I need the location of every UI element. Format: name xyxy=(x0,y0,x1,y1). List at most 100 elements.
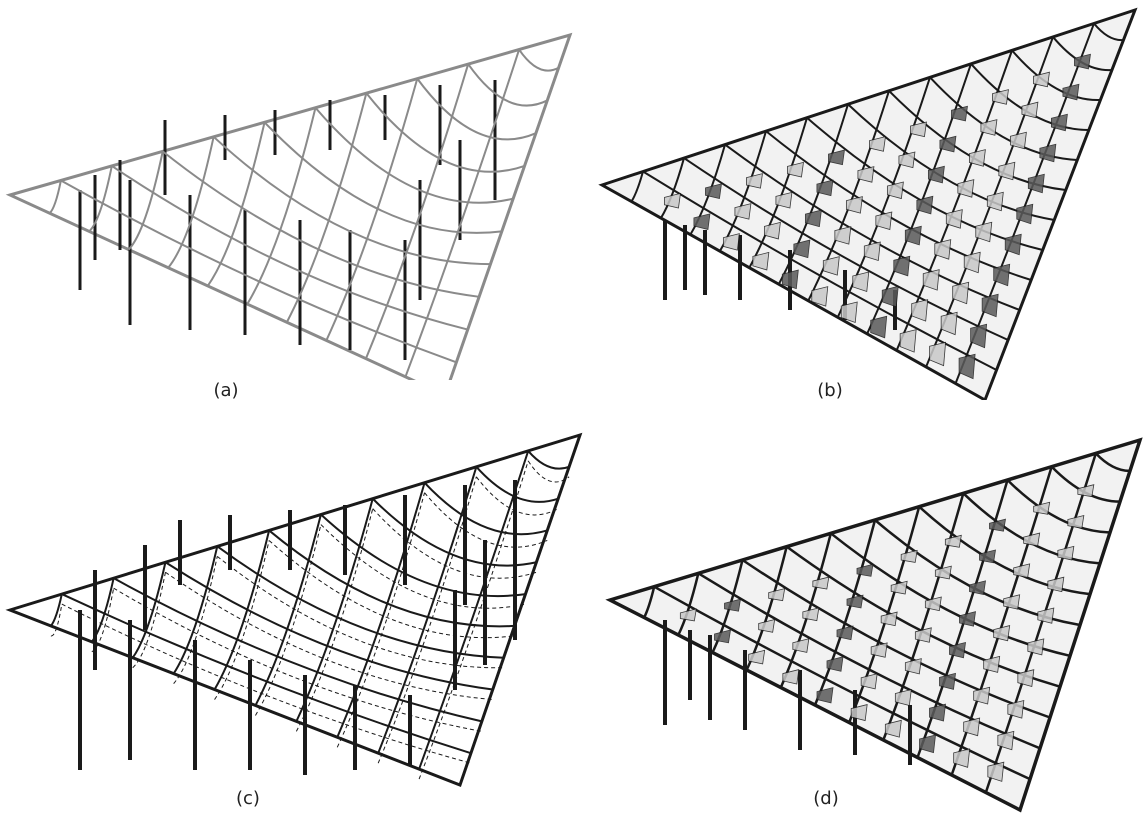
grid-rib xyxy=(61,593,472,755)
rib-plate xyxy=(904,225,922,246)
rib-plate xyxy=(910,121,927,138)
rib-plate xyxy=(822,256,840,276)
grid-rib xyxy=(372,497,537,567)
rib-plate xyxy=(679,608,697,622)
rib-plate xyxy=(816,687,834,704)
rib-plate xyxy=(860,673,878,690)
rib-plate xyxy=(1050,113,1068,132)
rib-plate xyxy=(1077,484,1095,498)
grid-rib xyxy=(916,479,1009,758)
deformed-rib xyxy=(132,572,166,669)
grid-rib xyxy=(527,450,570,470)
rib-plate xyxy=(836,625,854,641)
rib-plate xyxy=(997,730,1015,751)
rib-plate xyxy=(969,580,986,595)
rib-plate xyxy=(1021,101,1039,119)
rib-plate xyxy=(1033,71,1050,88)
rib-plate xyxy=(939,135,957,153)
grid-rib xyxy=(162,150,480,298)
grid-rib xyxy=(213,530,271,691)
rib-plate xyxy=(752,251,770,271)
rib-plate xyxy=(987,761,1005,782)
rib-plate xyxy=(1004,233,1022,256)
grid-rib xyxy=(1011,49,1101,102)
grid-rib xyxy=(660,157,685,219)
rib-plate xyxy=(924,596,942,612)
deformed-rib xyxy=(91,588,115,653)
rib-plate xyxy=(1023,532,1041,547)
roof-outline xyxy=(5,432,583,787)
rib-plate xyxy=(998,161,1016,181)
grid-rib xyxy=(518,48,560,72)
rib-plate xyxy=(782,669,800,685)
rib-plate xyxy=(981,293,999,318)
rib-plate xyxy=(870,315,888,339)
grid-rib xyxy=(423,482,548,536)
rib-plate xyxy=(993,263,1011,287)
grid-rib xyxy=(91,577,115,643)
rib-plate xyxy=(881,285,899,308)
rib-plate xyxy=(886,181,904,200)
rib-plate xyxy=(852,271,870,293)
caption-a: (a) xyxy=(213,380,239,401)
grid-rib xyxy=(653,585,1031,781)
deformed-rib xyxy=(214,540,270,700)
grid-rib xyxy=(683,157,1009,341)
rib-plate xyxy=(746,173,763,189)
grid-rib xyxy=(630,171,644,203)
rib-plate xyxy=(1033,501,1051,515)
grid-rib xyxy=(314,107,514,204)
rib-plate xyxy=(973,686,991,705)
rib-plate xyxy=(916,195,934,215)
rib-plate xyxy=(811,286,829,307)
grid-rib xyxy=(336,482,426,738)
rib-plate xyxy=(934,565,952,580)
rib-plate xyxy=(840,301,858,324)
rib-plate xyxy=(802,607,820,622)
deformed-rib xyxy=(268,540,515,639)
grid-rib xyxy=(88,165,113,233)
rib-plate xyxy=(758,618,776,633)
rib-plate xyxy=(975,221,993,243)
rib-plate xyxy=(875,211,893,231)
rib-plate xyxy=(828,149,845,166)
rib-plate xyxy=(1017,669,1035,688)
rib-plate xyxy=(1009,131,1027,150)
rib-plate xyxy=(734,203,752,220)
rib-plate xyxy=(968,149,986,167)
deformed-rib xyxy=(475,476,559,516)
grid-rib xyxy=(711,559,744,654)
rib-plate xyxy=(792,638,810,653)
rib-plate xyxy=(957,179,975,198)
grid-rib xyxy=(475,466,559,503)
rib-plate xyxy=(1003,594,1021,610)
rib-plate xyxy=(993,625,1011,642)
rib-plate xyxy=(1027,173,1045,194)
grid-rib xyxy=(365,92,525,173)
rib-plate xyxy=(714,629,731,644)
panel-b-roof-grid-shaded xyxy=(598,7,1138,400)
rib-plate xyxy=(693,213,711,230)
rib-plate xyxy=(944,534,962,548)
grid-rib xyxy=(984,452,1098,793)
rib-plate xyxy=(952,281,970,305)
deformed-rib xyxy=(50,604,63,637)
rib-plate xyxy=(979,549,996,564)
grid-rib xyxy=(418,450,530,770)
rib-plate xyxy=(869,136,886,152)
grid-rib xyxy=(246,107,317,305)
rib-plate xyxy=(951,105,968,122)
deformed-rib xyxy=(418,460,529,780)
grid-rib xyxy=(689,144,726,236)
rib-plate xyxy=(958,353,976,380)
grid-rib xyxy=(467,63,548,107)
rib-plate xyxy=(922,269,940,291)
rib-plate xyxy=(1027,638,1045,656)
grid-rib xyxy=(263,121,502,234)
deformed-rib xyxy=(372,508,537,579)
rib-plate xyxy=(900,549,918,563)
rib-plate xyxy=(959,611,976,627)
grid-rib xyxy=(131,562,167,659)
grid-rib xyxy=(643,586,656,619)
rib-plate xyxy=(983,655,1001,673)
